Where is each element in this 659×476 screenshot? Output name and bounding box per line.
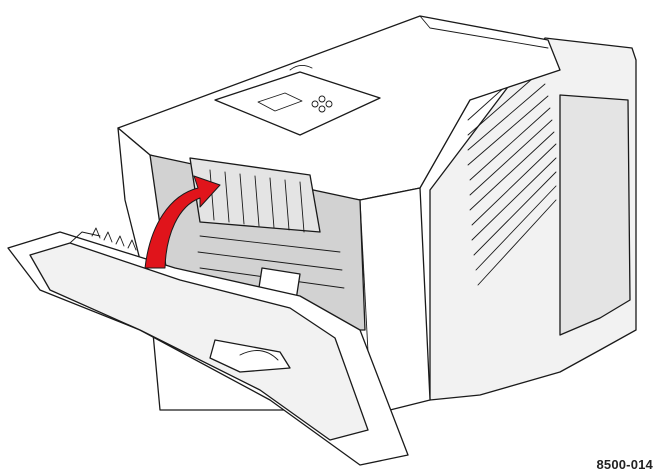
printer-side-panel	[429, 37, 637, 401]
figure-id-label: 8500-014	[596, 457, 653, 472]
door-teeth	[91, 227, 137, 251]
control-panel	[214, 71, 381, 136]
front-door	[7, 227, 409, 466]
side-vent	[467, 59, 557, 286]
lift-direction-arrow	[144, 175, 221, 269]
